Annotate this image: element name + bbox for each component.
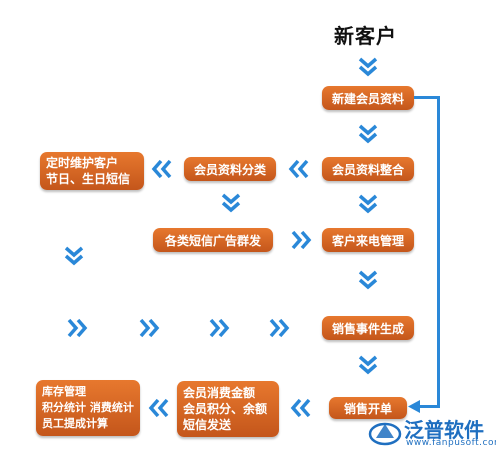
chevron-right-icon bbox=[138, 318, 160, 338]
chevron-down-icon bbox=[221, 193, 241, 215]
node-member-consumption: 会员消费金额 会员积分、余额 短信发送 bbox=[177, 381, 279, 437]
node-sms-broadcast: 各类短信广告群发 bbox=[153, 228, 273, 252]
logo-name: 泛普软件 bbox=[404, 418, 484, 442]
connector-line bbox=[414, 96, 440, 99]
chevron-right-icon bbox=[290, 230, 312, 250]
node-line: 积分统计 消费统计 bbox=[42, 401, 134, 414]
node-label: 新建会员资料 bbox=[331, 91, 404, 106]
connector-line bbox=[418, 405, 440, 408]
node-line: 会员消费金额 bbox=[183, 386, 256, 400]
node-incoming-call-mgmt: 客户来电管理 bbox=[322, 228, 414, 252]
node-line: 库存管理 bbox=[42, 385, 86, 398]
node-inventory-stats: 库存管理 积分统计 消费统计 员工提成计算 bbox=[36, 380, 140, 436]
node-label: 会员资料整合 bbox=[331, 162, 404, 177]
chevron-left-icon bbox=[288, 159, 310, 179]
node-sales-event: 销售事件生成 bbox=[322, 316, 414, 340]
node-line: 节日、生日短信 bbox=[46, 172, 131, 186]
node-sales-order: 销售开单 bbox=[329, 397, 407, 419]
chevron-down-icon bbox=[358, 124, 378, 146]
chevron-right-icon bbox=[208, 318, 230, 338]
chevron-right-icon bbox=[66, 318, 88, 338]
logo-url: www.fanpusoft.com bbox=[406, 438, 496, 448]
connector-line bbox=[437, 96, 440, 408]
chevron-left-icon bbox=[148, 398, 170, 418]
node-label: 会员资料分类 bbox=[193, 162, 266, 177]
node-member-integration: 会员资料整合 bbox=[322, 157, 414, 181]
chevron-left-icon bbox=[151, 159, 173, 179]
node-line: 员工提成计算 bbox=[42, 417, 108, 430]
chevron-down-icon bbox=[358, 57, 378, 79]
chevron-left-icon bbox=[290, 398, 312, 418]
logo: 泛普软件 www.fanpusoft.com bbox=[368, 414, 496, 454]
node-label: 各类短信广告群发 bbox=[164, 233, 261, 248]
diagram-title: 新客户 bbox=[334, 24, 397, 48]
logo-mark-icon bbox=[368, 422, 402, 446]
arrow-left-icon bbox=[408, 400, 420, 413]
node-new-member-record: 新建会员资料 bbox=[322, 86, 414, 110]
chevron-right-icon bbox=[268, 318, 290, 338]
node-scheduled-maintenance: 定时维护客户 节日、生日短信 bbox=[40, 152, 144, 190]
node-line: 定时维护客户 bbox=[46, 156, 119, 170]
chevron-down-icon bbox=[358, 194, 378, 216]
node-label: 销售事件生成 bbox=[331, 321, 404, 336]
chevron-down-icon bbox=[64, 246, 84, 268]
chevron-down-icon bbox=[358, 270, 378, 292]
chevron-down-icon bbox=[358, 355, 378, 377]
node-line: 短信发送 bbox=[183, 418, 232, 432]
node-member-classification: 会员资料分类 bbox=[184, 157, 276, 181]
node-label: 客户来电管理 bbox=[331, 233, 404, 248]
node-line: 会员积分、余额 bbox=[183, 402, 268, 416]
node-label: 销售开单 bbox=[343, 401, 392, 416]
